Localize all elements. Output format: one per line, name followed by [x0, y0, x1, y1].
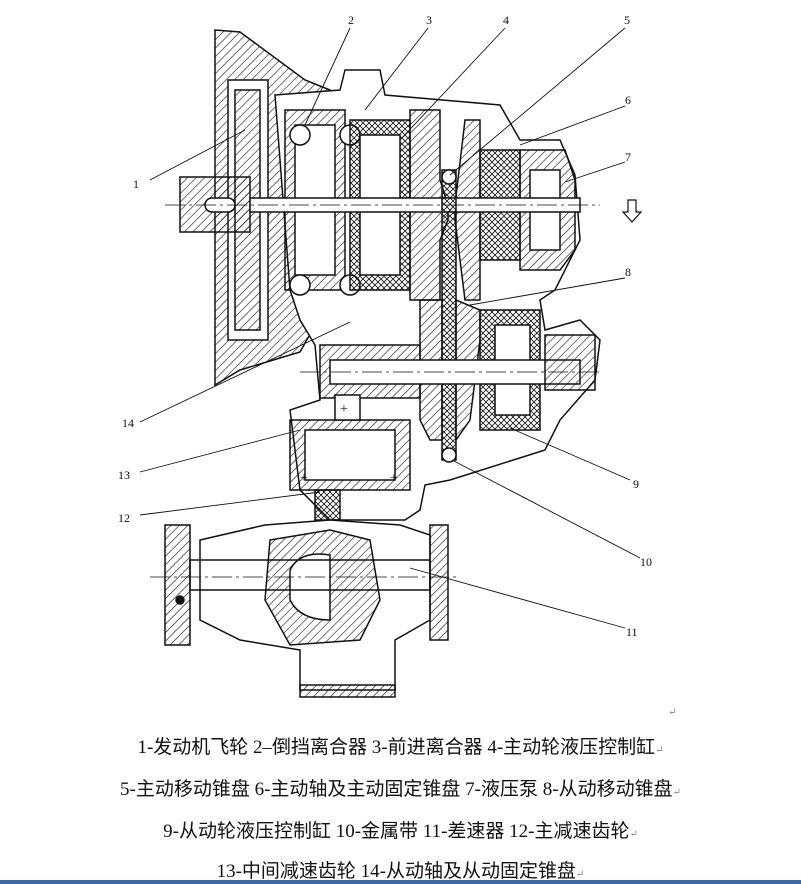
final-drive-gear	[314, 489, 341, 521]
metal-belt	[441, 169, 457, 461]
callout-8: 8	[625, 265, 631, 279]
caption-line-1: 1-发动机飞轮 2–倒挡离合器 3-前进离合器 4-主动轮液压控制缸↵	[0, 732, 801, 759]
bottom-border-bar	[0, 880, 801, 884]
callout-4: 4	[503, 13, 509, 27]
callout-2: 2	[348, 13, 354, 27]
callout-14: 14	[122, 416, 134, 430]
callout-12: 12	[118, 511, 130, 525]
paragraph-mark: ↵	[672, 787, 681, 798]
svg-text:+: +	[390, 471, 398, 486]
paragraph-mark: ↵	[655, 745, 664, 756]
leader-lines	[139, 27, 641, 629]
callout-3: 3	[426, 13, 432, 27]
arrow-down-outline-icon	[621, 199, 643, 223]
caption-text: 13-中间减速齿轮 14-从动轴及从动固定锥盘	[216, 861, 576, 882]
caption-line-3: 9-从动轮液压控制缸 10-金属带 11-差速器 12-主减速齿轮↵	[0, 816, 801, 843]
callout-6: 6	[625, 93, 631, 107]
callout-1: 1	[133, 177, 139, 191]
caption-text: 9-从动轮液压控制缸 10-金属带 11-差速器 12-主减速齿轮	[163, 821, 630, 842]
callout-11: 11	[626, 625, 638, 639]
svg-text:+: +	[340, 402, 348, 417]
paragraph-mark: ↵	[668, 707, 677, 718]
callout-5: 5	[624, 13, 630, 27]
callout-13: 13	[118, 468, 130, 482]
caption-text: 5-主动移动锥盘 6-主动轴及主动固定锥盘 7-液压泵 8-从动移动锥盘	[120, 779, 673, 800]
right-flange	[429, 524, 449, 641]
caption-text: 1-发动机飞轮 2–倒挡离合器 3-前进离合器 4-主动轮液压控制缸	[137, 737, 656, 758]
paragraph-mark: ↵	[629, 829, 638, 840]
callout-labels: 1 2 3 4 5 6 7 8 9 10 11 12 13 14	[118, 13, 652, 639]
callout-7: 7	[625, 150, 631, 164]
callout-9: 9	[633, 477, 639, 491]
svg-text:+: +	[300, 471, 308, 486]
left-flange	[164, 524, 191, 646]
paragraph-mark: ↵	[576, 869, 585, 880]
caption-line-2: 5-主动移动锥盘 6-主动轴及主动固定锥盘 7-液压泵 8-从动移动锥盘↵	[0, 774, 801, 801]
callout-10: 10	[640, 555, 652, 569]
caption-line-4: 13-中间减速齿轮 14-从动轴及从动固定锥盘↵	[0, 856, 801, 883]
cvt-transmission-cross-section: + + + 1 2 3 4 5 6 7	[118, 13, 652, 698]
